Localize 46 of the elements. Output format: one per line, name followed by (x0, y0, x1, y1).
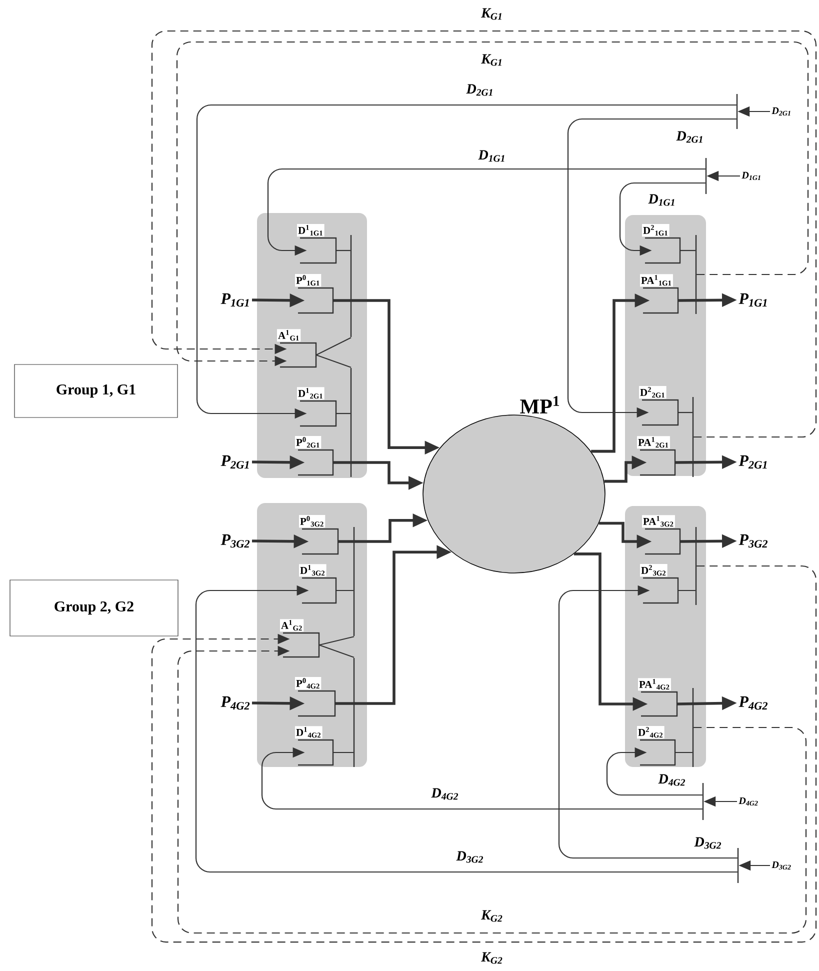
signal-label: P$_{4G2}$ (738, 696, 768, 710)
connector-line (675, 752, 692, 754)
edge-label: D$_{2G1}$ (465, 83, 495, 97)
edge-label: D$_{2G1}$ (675, 130, 705, 144)
arrow (558, 585, 738, 859)
connector-line (678, 412, 692, 414)
signal-label: P$_{1G1}$ (738, 293, 767, 307)
connector-line (333, 752, 354, 754)
feedback-arrow (177, 646, 807, 934)
feedback-arrow (151, 565, 817, 943)
arrow (606, 747, 702, 796)
connector-line (680, 250, 696, 252)
signal-label: P$_{2G1}$ (738, 455, 767, 469)
signal-label: P$_{2G1}$ (220, 455, 249, 469)
connector-line (319, 644, 354, 658)
connector-line (678, 590, 696, 592)
signal-label: P$_{4G2}$ (220, 696, 250, 710)
connector-line (336, 250, 350, 252)
edge-label: K$_{G2}$ (480, 909, 504, 923)
edge-label: K$_{G1}$ (480, 53, 504, 67)
edge-label: D$_{1G1}$ (477, 149, 507, 163)
edge-label: K$_{G2}$ (480, 951, 504, 965)
edge-label: D$_{1G1}$ (647, 193, 677, 207)
signal-label: D$_{3G2}$ (772, 861, 791, 870)
signal-label: D$_{4G2}$ (738, 797, 758, 806)
signal-label: P$_{3G2}$ (220, 534, 250, 548)
connector-line (319, 636, 354, 646)
node-label: MP$^{1}$ (520, 396, 559, 414)
edge-label: K$_{G1}$ (480, 7, 504, 21)
arrow (261, 747, 702, 810)
arrow (195, 585, 738, 873)
connector-line (336, 590, 354, 592)
signal-label: P$_{1G1}$ (220, 293, 249, 307)
connector-line (316, 337, 352, 356)
connector-line (316, 354, 352, 368)
edge-label: D$_{3G2}$ (455, 850, 485, 864)
group-label-box: Group 1, G1 (14, 364, 178, 418)
signal-label: D$_{1G1}$ (742, 172, 760, 180)
group-label-box: Group 2, G2 (10, 580, 178, 636)
connector-line (336, 412, 350, 414)
signal-label: D$_{2G1}$ (772, 107, 790, 116)
edge-label: D$_{4G2}$ (430, 787, 460, 801)
edge-label: D$_{3G2}$ (693, 836, 723, 850)
edge-label: D$_{4G2}$ (657, 773, 687, 787)
feedback-arrow (151, 30, 817, 438)
signal-label: P$_{3G2}$ (738, 534, 768, 548)
